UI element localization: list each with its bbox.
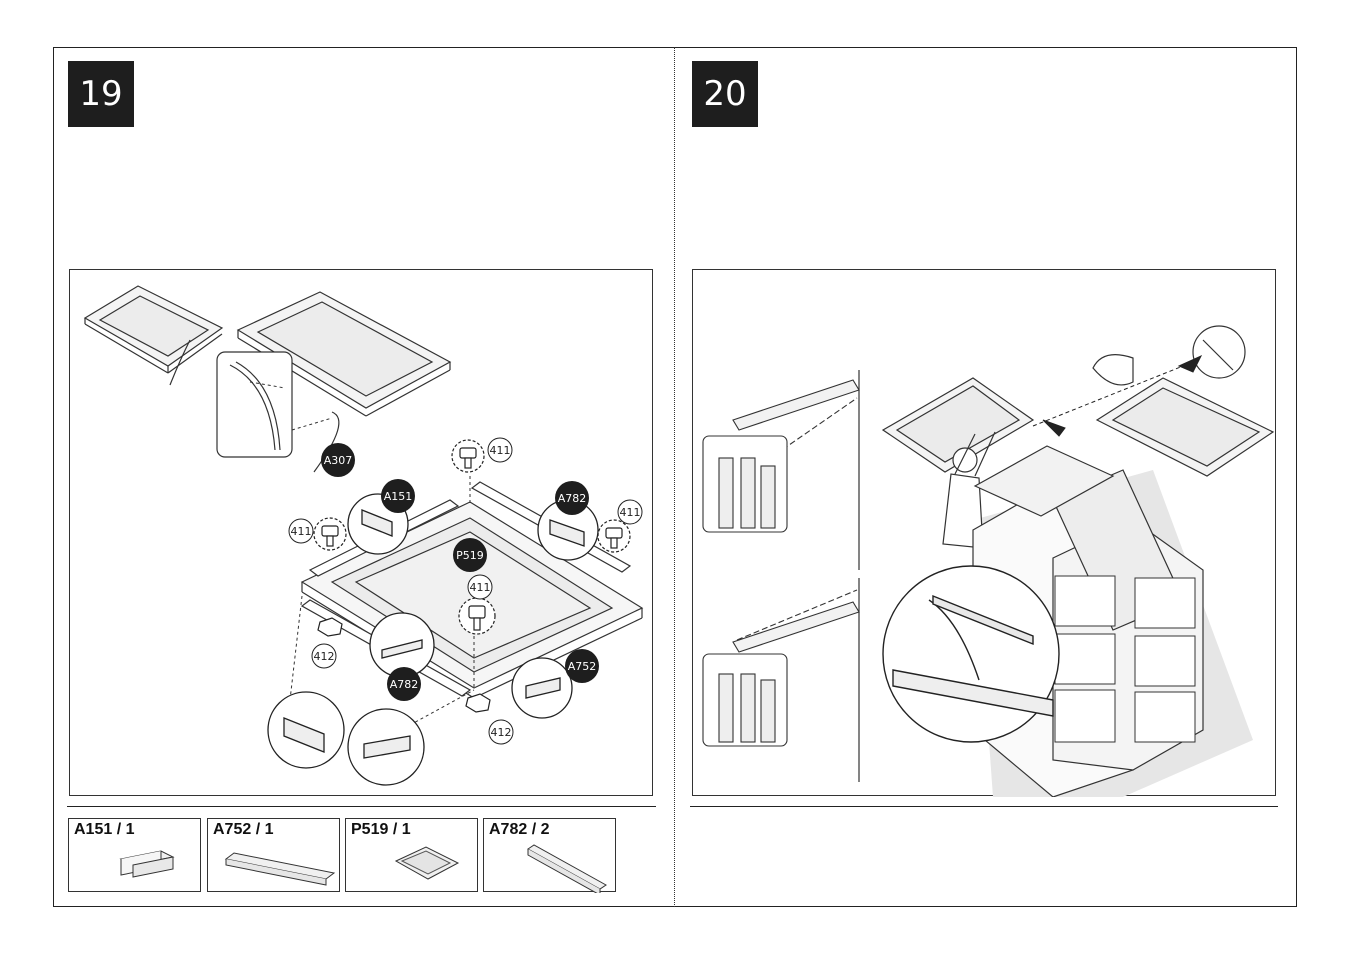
callout-412-bottom-label: 412 [491,726,512,739]
part-p519-label: P519 / 1 [351,821,411,838]
clip-detail-box [216,351,340,473]
part-a752-label: A752 / 1 [213,821,274,838]
step-19-badge: 19 [68,61,134,127]
callout-411-left: 411 [288,518,314,544]
part-a151-icon [119,850,175,878]
parts-rule-left [67,806,656,807]
part-a782: A782 / 2 [483,818,616,893]
callout-p519-label: P519 [456,549,484,562]
part-a752-icon [224,852,336,886]
callout-a782-bottom-label: A782 [390,678,419,691]
callout-411-center: 411 [467,574,493,600]
greenhouse-panes [1054,575,1196,743]
callout-411-center-label: 411 [470,581,491,594]
part-a151-label: A151 / 1 [74,821,135,838]
callout-a752: A752 [565,649,599,683]
roof-window-left [881,377,1035,473]
part-p519-icon [394,846,460,880]
callout-412-left: 412 [311,643,337,669]
callout-411-right: 411 [617,499,643,525]
bolt-icons [313,439,631,713]
instruction-sheet [53,47,1297,907]
vent-arm-detail-top [702,379,860,533]
callout-a782-top: A782 [555,481,589,515]
vent-arm-detail-bottom [702,589,860,747]
callout-411-top-label: 411 [490,444,511,457]
large-window-panel [236,291,452,417]
part-a782-icon [527,844,607,893]
roof-window-right [1095,325,1275,477]
step-20-illustration [692,269,1276,798]
step-19-illustration: A307 A151 A782 P519 A752 A782 411 [69,269,653,796]
callout-a151: A151 [381,479,415,513]
callout-411-left-label: 411 [291,525,312,538]
step-20-badge: 20 [692,61,758,127]
callout-a752-label: A752 [568,660,597,673]
page-divider [674,47,675,907]
step-19-drawing: A307 A151 A782 P519 A752 A782 411 [83,285,644,786]
callout-a782-top-label: A782 [558,492,587,505]
step-20-number: 20 [703,74,747,114]
part-a151: A151 / 1 [68,818,201,892]
leader-lines [289,476,475,726]
step-20-drawing [702,325,1275,798]
callout-a307: A307 [321,443,355,477]
callout-a782-bottom: A782 [387,667,421,701]
callout-p519: P519 [453,538,487,572]
hand-icon [1092,354,1134,386]
callout-a307-label: A307 [324,454,353,467]
step-19-number: 19 [79,74,123,114]
callout-411-right-label: 411 [620,506,641,519]
small-window-panel [83,285,224,386]
callout-411-top: 411 [487,437,513,463]
detail-magnifier [882,565,1060,743]
callout-412-bottom: 412 [488,719,514,745]
part-a782-label: A782 / 2 [489,821,550,838]
magnifier-circles [267,493,599,786]
callout-a151-label: A151 [384,490,413,503]
part-p519: P519 / 1 [345,818,478,892]
parts-rule-right [690,806,1278,807]
callout-412-left-label: 412 [314,650,335,663]
part-a752: A752 / 1 [207,818,340,892]
